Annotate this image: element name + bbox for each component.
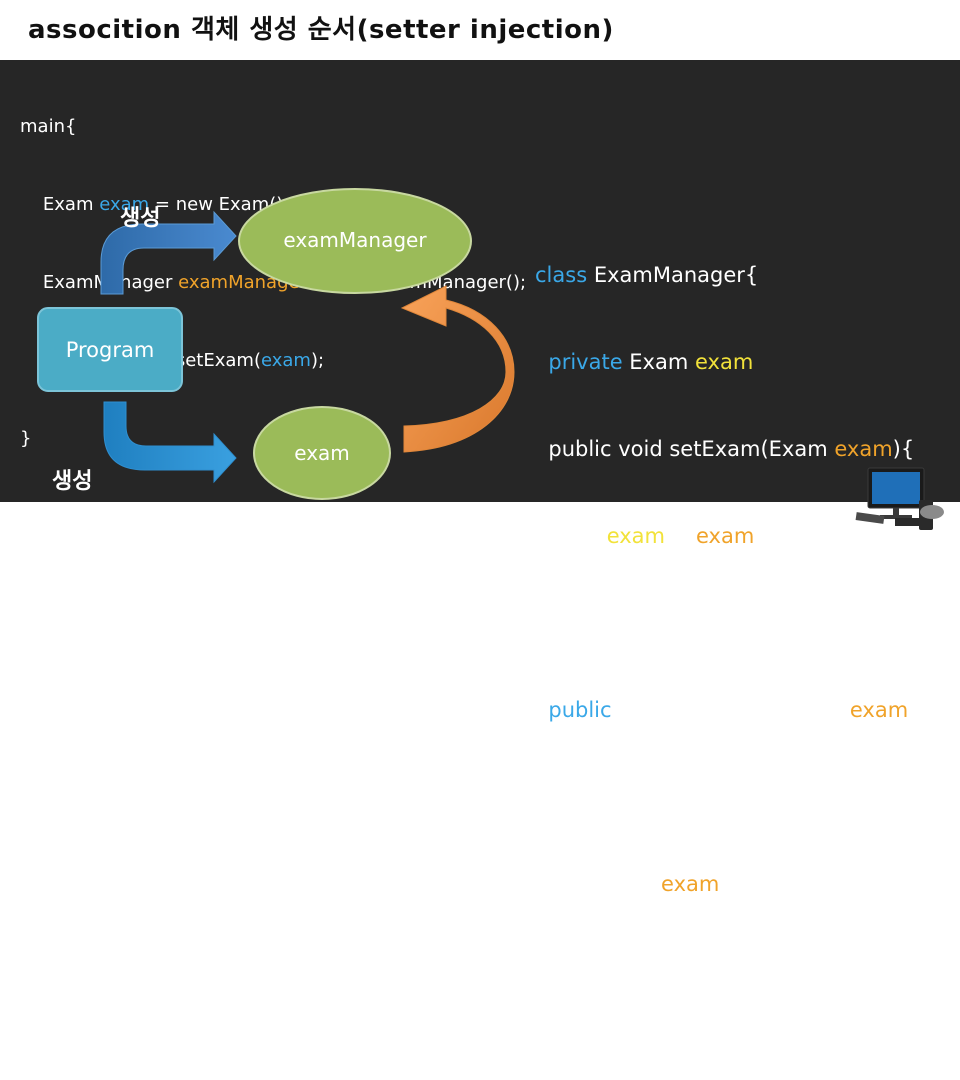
create-label-top: 생성 [120, 200, 160, 232]
code-identifier: exam [834, 437, 892, 461]
class-code-block: class ExamManager{ private Exam exam pub… [535, 203, 916, 1080]
code-text: ExamManager{ [587, 263, 758, 287]
create-label-bottom: 생성 [52, 463, 92, 495]
code-text: ){ [893, 437, 915, 461]
code-text: this. [562, 524, 607, 548]
code-text: ) [908, 698, 916, 722]
code-line: } [535, 957, 916, 986]
program-label: Program [38, 338, 182, 362]
code-line: private Exam exam [535, 348, 916, 377]
code-text: ExamManager(Exam [612, 698, 850, 722]
inject-arrow [402, 286, 514, 452]
code-text: = [665, 524, 696, 548]
code-line: } [535, 609, 916, 638]
exam-manager-label: examManager [239, 228, 471, 252]
code-text: setExam( [562, 872, 661, 896]
code-identifier: exam [850, 698, 908, 722]
code-line: } [535, 1044, 916, 1073]
code-field: exam [695, 350, 753, 374]
code-text: public void setExam(Exam [548, 437, 834, 461]
code-text: { [548, 785, 561, 809]
code-text: } [535, 1046, 548, 1070]
code-line: class ExamManager{ [535, 261, 916, 290]
code-identifier: exam [661, 872, 719, 896]
code-text: } [548, 959, 561, 983]
code-line: setExam(exam); [535, 870, 916, 899]
code-field: exam [607, 524, 665, 548]
code-identifier: exam [696, 524, 754, 548]
code-line: public ExamManager(Exam exam) [535, 696, 916, 725]
code-keyword: private [548, 350, 622, 374]
code-text: ; [754, 524, 761, 548]
code-text: } [548, 611, 561, 635]
code-text: ); [719, 872, 734, 896]
code-line: { [535, 783, 916, 812]
code-line: this.exam = exam; [535, 522, 916, 551]
code-text: Exam [623, 350, 695, 374]
code-keyword: class [535, 263, 587, 287]
exam-label: exam [254, 441, 390, 465]
code-keyword: public [548, 698, 611, 722]
create-arrow-bottom [104, 402, 236, 482]
code-line: public void setExam(Exam exam){ [535, 435, 916, 464]
